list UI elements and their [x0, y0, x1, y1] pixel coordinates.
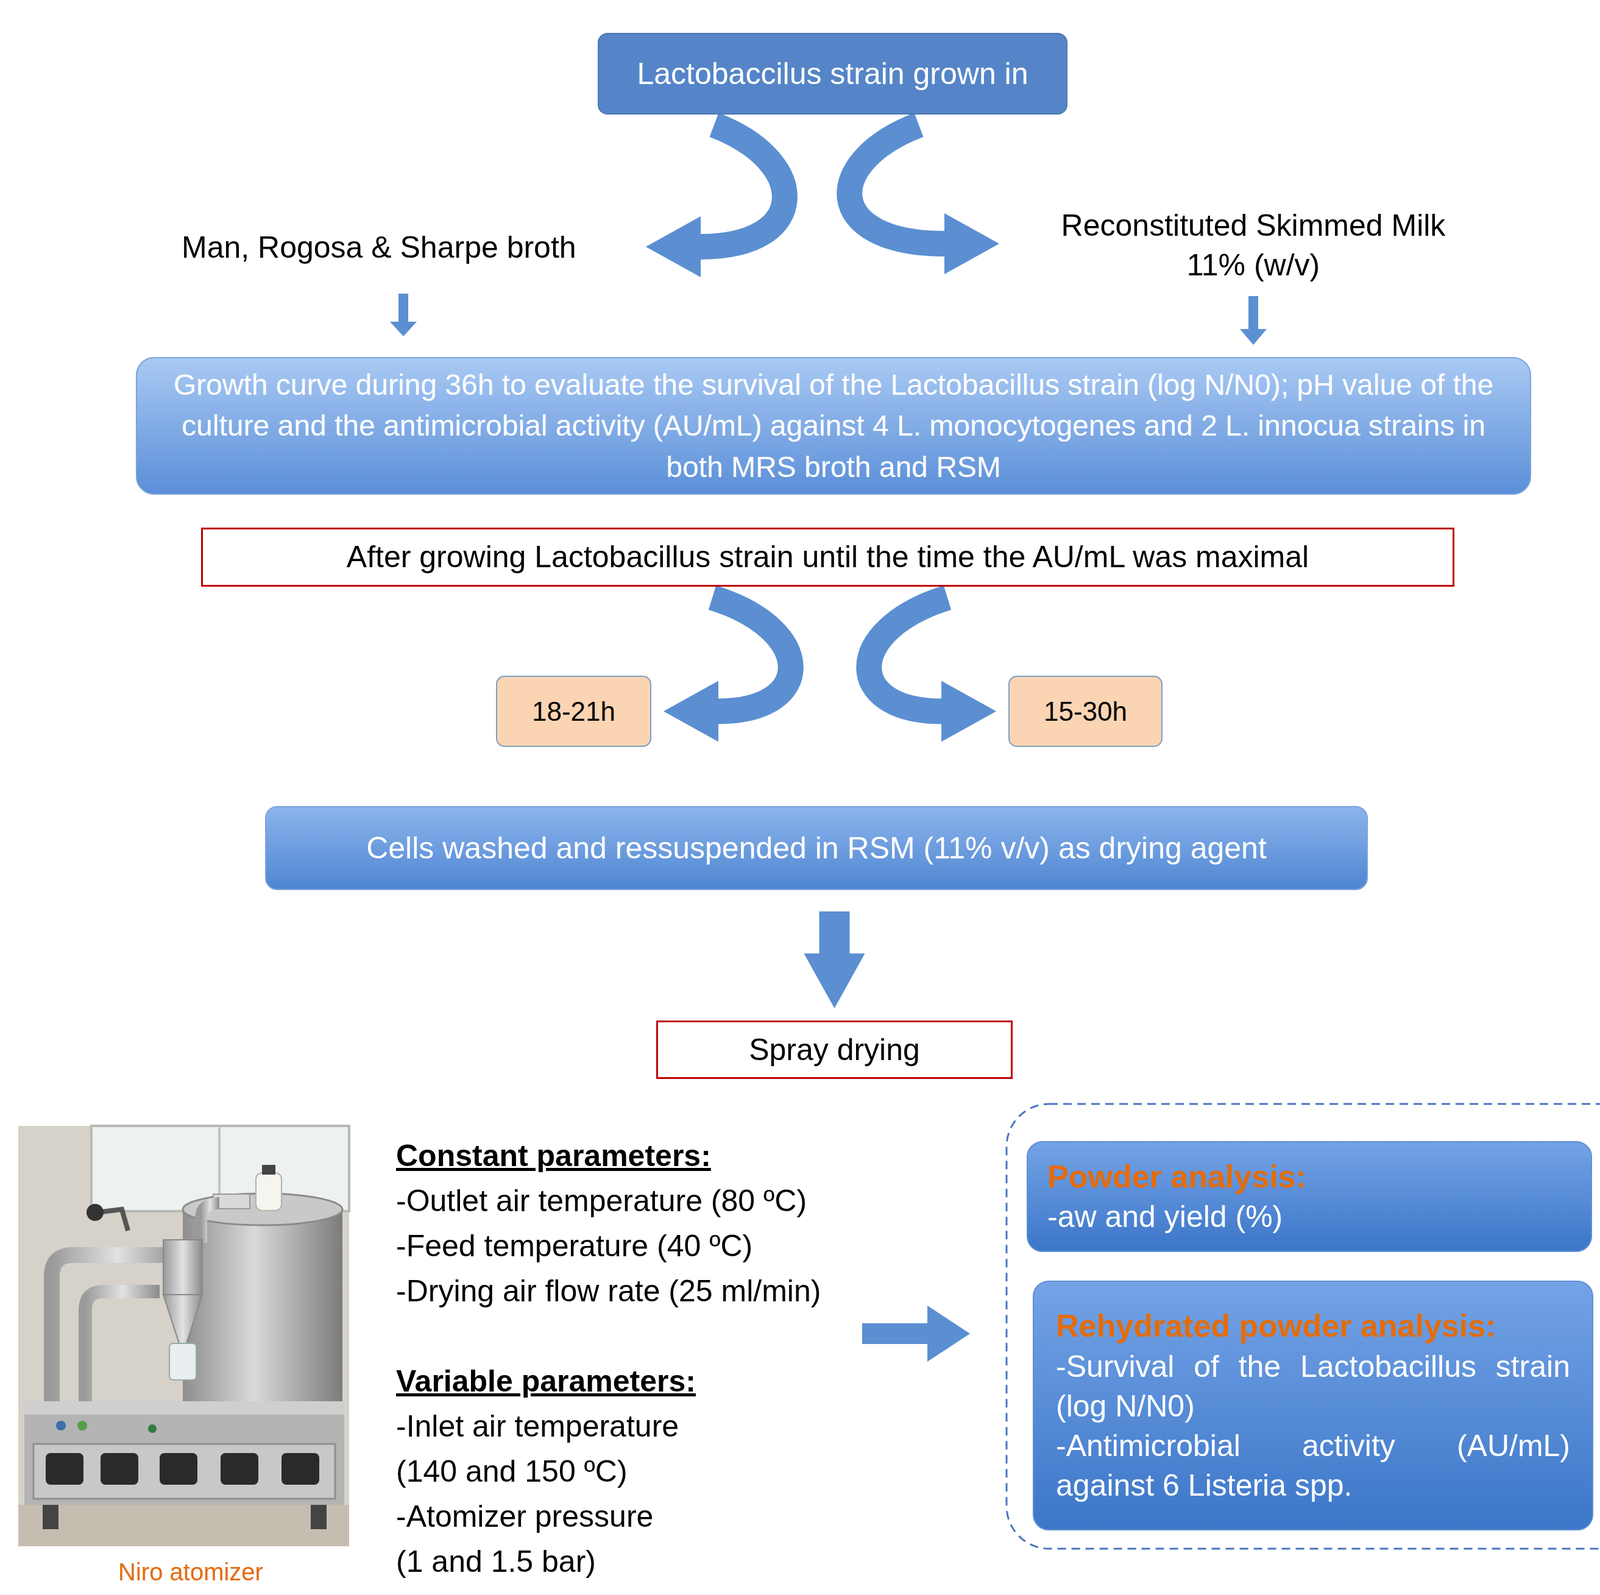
- box-heading: Powder analysis:: [1047, 1156, 1572, 1198]
- parameter-text: -Outlet air temperature (80 ºC): [396, 1178, 807, 1224]
- time-box: 15-30h: [1008, 675, 1163, 747]
- section-heading: Constant parameters:: [396, 1133, 712, 1179]
- section-heading: Variable parameters:: [396, 1358, 696, 1404]
- photo-caption: Niro atomizer: [111, 1557, 270, 1587]
- parameter-text: -Atomizer pressure (1 and 1.5 bar): [396, 1493, 671, 1585]
- box-heading: Rehydrated powder analysis:: [1055, 1305, 1571, 1348]
- analysis-box: Rehydrated powder analysis:-Survival of …: [1032, 1280, 1594, 1531]
- medium-label: Man, Rogosa & Sharpe broth: [181, 229, 577, 266]
- down-arrow: [389, 293, 417, 337]
- medium-label: Reconstituted Skimmed Milk 11% (w/v): [1033, 205, 1473, 286]
- box-text: Growth curve during 36h to evaluate the …: [161, 364, 1506, 488]
- box-text: Spray drying: [670, 1030, 999, 1070]
- note-box: After growing Lactobacillus strain until…: [201, 527, 1455, 587]
- box-text: After growing Lactobacillus strain until…: [221, 537, 1435, 577]
- connector-arrow: [819, 911, 850, 954]
- analysis-box: Powder analysis:-aw and yield (%): [1026, 1141, 1593, 1253]
- step-box: Spray drying: [656, 1020, 1013, 1080]
- start-box: Lactobaccilus strain grown in: [597, 32, 1068, 115]
- process-box: Growth curve during 36h to evaluate the …: [135, 357, 1532, 495]
- atomizer-photo: [18, 1125, 350, 1547]
- box-text: -Survival of the Lactobacillus strain (l…: [1055, 1347, 1571, 1427]
- box-text: -Antimicrobial activity (AU/mL) against …: [1055, 1426, 1571, 1506]
- box-text: Lactobaccilus strain grown in: [635, 54, 1030, 94]
- down-arrow: [1239, 296, 1267, 345]
- dashed-region: [1006, 1104, 1600, 1549]
- connector-arrow: [712, 597, 791, 712]
- curved-arrow: [849, 124, 945, 244]
- right-arrow: [862, 1323, 928, 1345]
- parameter-text: -Drying air flow rate (25 ml/min): [396, 1268, 821, 1314]
- parameter-text: -Feed temperature (40 ºC): [396, 1223, 753, 1269]
- box-text: Cells washed and ressuspended in RSM (11…: [290, 828, 1343, 869]
- box-text: 18-21h: [504, 693, 643, 729]
- process-box: Cells washed and ressuspended in RSM (11…: [265, 806, 1368, 891]
- box-text: 15-30h: [1016, 693, 1154, 729]
- connector-arrow: [868, 597, 948, 712]
- curved-arrow: [700, 124, 785, 247]
- box-text: -aw and yield (%): [1047, 1197, 1572, 1237]
- parameter-text: -Inlet air temperature (140 and 150 ºC): [396, 1403, 713, 1494]
- time-box: 18-21h: [495, 675, 652, 747]
